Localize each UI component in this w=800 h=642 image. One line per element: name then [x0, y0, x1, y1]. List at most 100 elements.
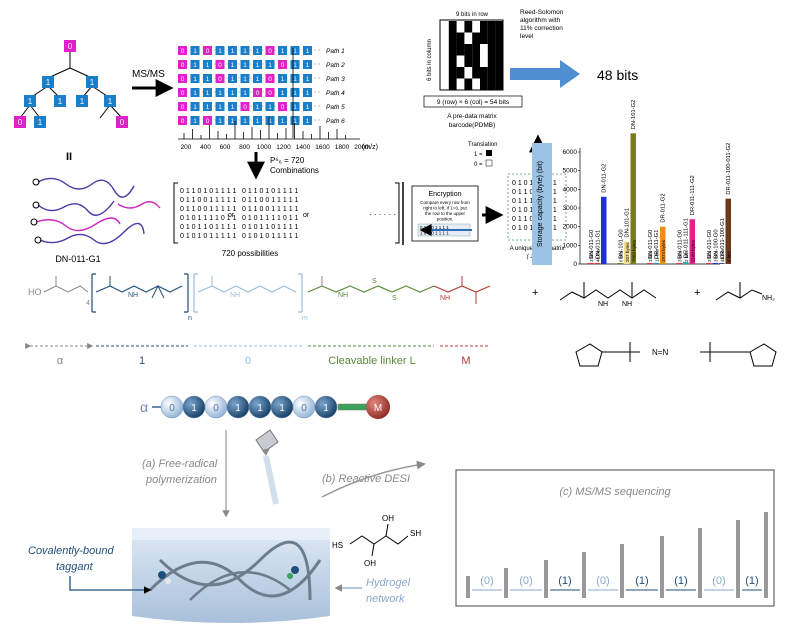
- seq-peak: [660, 536, 664, 598]
- matrix-row: 0 1 0 1 1 0 1 1 1 1: [242, 224, 299, 231]
- segment-linker: Cleavable linker L: [328, 355, 415, 367]
- subscript-four: 4: [86, 300, 90, 307]
- chart-category-label: DN-011-G0: [677, 230, 683, 259]
- spectrum-cell: [265, 46, 275, 55]
- spectrum-cell: [303, 102, 312, 111]
- seq-peak: [698, 528, 702, 598]
- spectrum-cell-label: 1: [193, 62, 197, 69]
- spectrum-cell: [290, 102, 300, 111]
- bead-label: 0: [213, 403, 219, 414]
- barcode-cell: [448, 32, 457, 44]
- spectrum-cell: [290, 60, 300, 69]
- spectrum-cell: [303, 88, 312, 97]
- encryption-sample: 1 0 1 0 1 1 1 1: [420, 231, 449, 236]
- spectrum-cell: [215, 46, 225, 55]
- chart-bar-label: 3 bits: [589, 250, 594, 262]
- barcode-cell: [464, 55, 473, 67]
- spectrum-cell: [215, 116, 225, 125]
- axis-tick: 1200: [276, 144, 291, 151]
- spectrum-cell-label: 1: [256, 62, 260, 69]
- spectrum-cell-label: 0: [206, 48, 210, 55]
- spectrum-cell: [228, 88, 237, 97]
- barcode-cell: [456, 44, 465, 56]
- spectrum-cell: [240, 116, 250, 125]
- chart-bar: [719, 263, 725, 264]
- spectrum-cell-label: 0: [268, 76, 272, 83]
- bead: [314, 395, 338, 419]
- chart-category-label: DR-011-G1: [654, 230, 660, 259]
- spectrum-cell: [253, 46, 262, 55]
- spectrum-cell-label: 1: [268, 62, 272, 69]
- chart-bar: [601, 196, 607, 264]
- spectrum-cell-label: 1: [193, 48, 197, 55]
- bisacrylamide: NH NH: [559, 282, 657, 308]
- tree-node-label: 0: [68, 42, 73, 51]
- tree-node-label: 1: [58, 97, 63, 106]
- spectrum-cell: [203, 60, 212, 69]
- chart-bar-label: 2 bits: [684, 250, 689, 262]
- spectrum-cell-label: 1: [306, 62, 310, 69]
- spectrum-cell-label: 0: [181, 76, 185, 83]
- spectrum-cell: [253, 88, 262, 97]
- spectrum-cell-label: 1: [306, 104, 310, 111]
- bead-label: 0: [169, 403, 175, 414]
- spectrum-cell: [228, 74, 237, 83]
- tree-node: [24, 95, 36, 107]
- spectrum-cell: [203, 116, 212, 125]
- plus-2: +: [694, 287, 700, 299]
- spectrum-cell-label: 1: [268, 104, 272, 111]
- hs-label: HS: [332, 541, 343, 550]
- hydrogel-1: Hydrogel: [366, 577, 411, 589]
- spectrum-cell: [303, 46, 312, 55]
- spectrum-cell: [253, 116, 262, 125]
- legend-one: 1 =: [474, 152, 483, 158]
- chart-bar-label: 4 bits: [726, 250, 731, 262]
- chart-category-label: DR-011-111-G2: [690, 175, 696, 215]
- axis-tick: 1600: [315, 144, 330, 151]
- spectrum-cell: [190, 60, 200, 69]
- sequencing-panel: (c) MS/MS sequencing (0)(0)(1)(0)(1)(1)(…: [455, 469, 775, 607]
- segment-brackets: α 1 0 Cleavable linker L M: [25, 343, 490, 367]
- axis-tick: 2000: [354, 144, 369, 151]
- spectrum-cell: [190, 102, 200, 111]
- chart-category-label: DN-100-G0: [713, 229, 719, 259]
- bead-label: 1: [235, 403, 241, 414]
- segment-one: 1: [139, 355, 145, 367]
- spectrum-cell: [178, 116, 187, 125]
- hydrogel-block: [132, 528, 330, 623]
- spectrum-cell-label: 1: [256, 118, 260, 125]
- spectrum-cell: [215, 102, 225, 111]
- chart-bar: [594, 263, 600, 264]
- bead-end: [366, 395, 390, 419]
- barcode-cell: [456, 32, 465, 44]
- nh-label-5: NH: [598, 301, 608, 308]
- msms-label: MS/MS: [132, 69, 165, 80]
- spectrum-cell-label: 1: [206, 90, 210, 97]
- legend-zero-swatch: [485, 159, 493, 167]
- spectrum-cell-label: 1: [193, 90, 197, 97]
- axis-tick: 1000: [257, 144, 272, 151]
- spectrum-cell: [215, 60, 225, 69]
- barcode-cell: [495, 67, 504, 79]
- s1-label: S: [372, 278, 377, 285]
- chart-category-label: DR-011-111-G1: [684, 218, 690, 258]
- seq-label: (1): [635, 575, 648, 587]
- matrix-row: 0 1 1 0 0 1 1 1 1 1: [242, 206, 299, 213]
- chart-category-label: DN-011-G0: [648, 230, 654, 259]
- barcode-cell: [464, 44, 473, 56]
- seq-peak: [504, 568, 508, 598]
- spectrum-cell: [278, 116, 287, 125]
- axis-tick: 400: [200, 144, 211, 151]
- seq-peak: [582, 552, 586, 598]
- spectrum-cell: [278, 60, 287, 69]
- spectrum-cell-label: 1: [218, 90, 222, 97]
- spectrum-cell-label: 0: [181, 118, 185, 125]
- barcode-cell: [495, 32, 504, 44]
- chart-category-label: DN-101-G2: [631, 100, 637, 130]
- matrix-row: 0 1 1 0 1 0 1 1 1 1: [242, 188, 299, 195]
- spectrum-cell-label: 1: [306, 118, 310, 125]
- spectrum-cell-label: 1: [281, 90, 285, 97]
- barcode-cell: [464, 21, 473, 33]
- tree-node-label: 1: [80, 97, 85, 106]
- chart-bar: [689, 219, 695, 264]
